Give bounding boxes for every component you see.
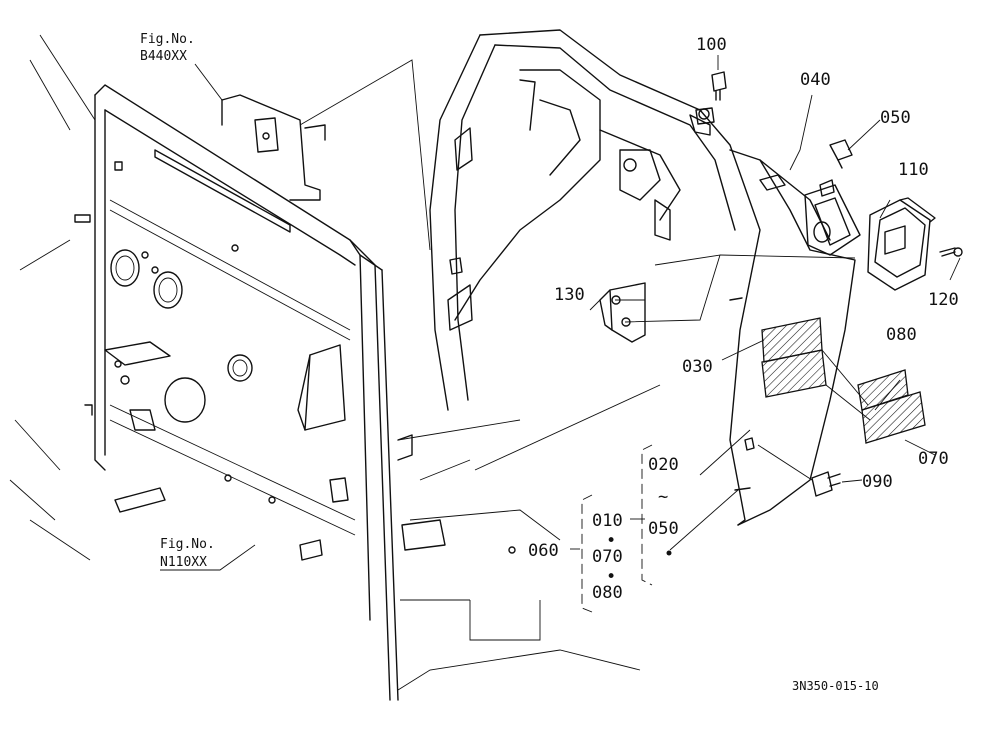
kit-item-010: 010	[592, 511, 623, 531]
callout-110: 110	[898, 160, 929, 180]
bracket-130	[599, 282, 646, 343]
kit-label-060: 060	[528, 541, 559, 561]
figure-ref-n110: Fig.No. N110XX	[160, 537, 215, 570]
callout-130: 130	[554, 285, 585, 305]
reflector-080	[857, 369, 909, 411]
lamp-110	[867, 197, 936, 291]
kit-item-080: 080	[592, 583, 623, 603]
bolt-100	[695, 71, 727, 125]
callout-040: 040	[800, 70, 831, 90]
figure-ref-b440-line1: Fig.No.	[140, 32, 195, 47]
callout-020: 020	[648, 455, 679, 475]
screw-120	[939, 247, 963, 257]
callout-090: 090	[862, 472, 893, 492]
leader-lines	[160, 55, 961, 571]
kit-range-050: 050	[648, 519, 679, 539]
kit-range-tilde: ~	[658, 487, 668, 507]
callout-050: 050	[880, 108, 911, 128]
bolt-090	[811, 471, 841, 497]
kit-group: 060 010 • 070 • 080 020 ~ 050	[528, 444, 679, 613]
callout-080: 080	[886, 325, 917, 345]
callout-100: 100	[696, 35, 727, 55]
callout-120: 120	[928, 290, 959, 310]
reflectors	[761, 317, 926, 444]
diagram-code: 3N350-015-10	[792, 679, 879, 693]
kit-dot-1: •	[606, 531, 616, 551]
kit-item-070: 070	[592, 547, 623, 567]
kit-dot-2: •	[606, 567, 616, 587]
callout-070: 070	[918, 449, 949, 469]
leader-dot	[666, 550, 672, 556]
dash-panel-frame	[9, 34, 641, 701]
figure-ref-n110-line2: N110XX	[160, 555, 207, 570]
reflector-070	[861, 391, 926, 444]
figure-ref-b440-line2: B440XX	[140, 49, 187, 64]
figure-ref-n110-line1: Fig.No.	[160, 537, 215, 552]
panel-cover	[429, 29, 861, 526]
figure-ref-b440: Fig.No. B440XX	[140, 32, 223, 101]
callout-030: 030	[682, 357, 713, 377]
